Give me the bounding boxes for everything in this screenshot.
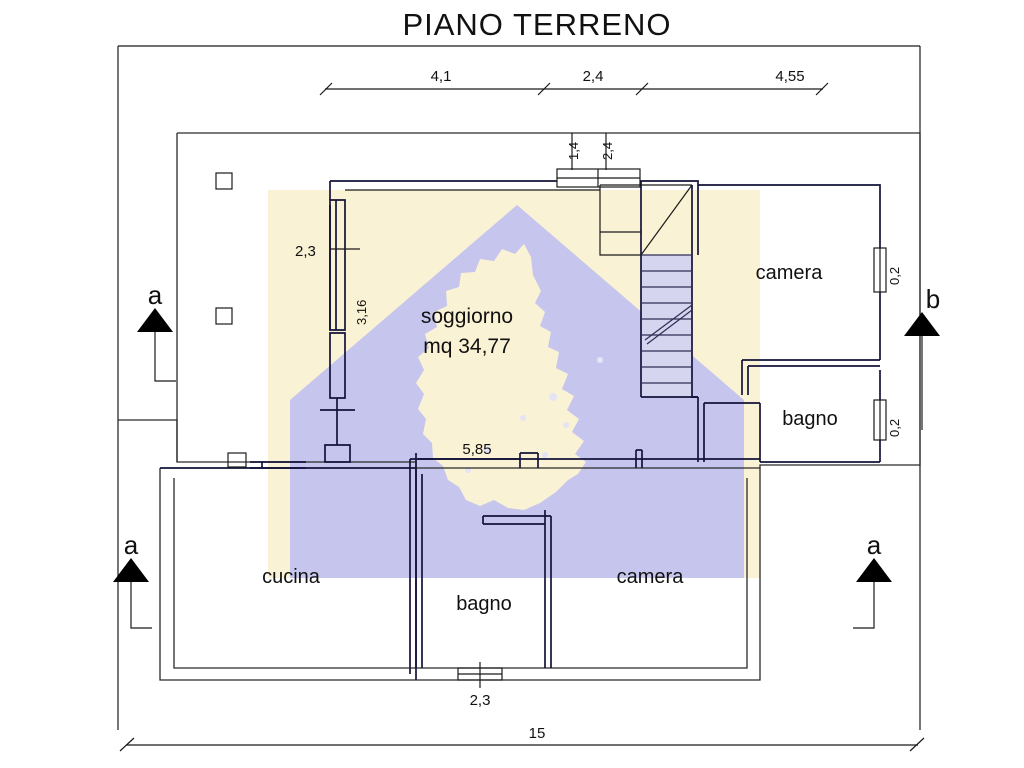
dim-east-camera-window: 0,2: [887, 267, 902, 285]
dim-top-seg-2: 2,4: [583, 68, 604, 85]
room-label-bagno-nord-est: bagno: [782, 408, 838, 430]
overlay-layer: [268, 190, 760, 578]
blob-dot: [520, 415, 526, 421]
arrow-up-icon: [904, 312, 940, 336]
dim-tick: [319, 82, 333, 96]
overlay-blob-silhouette: [416, 244, 586, 510]
room-labels: soggiorno mq 34,77 camera bagno cucina b…: [262, 262, 838, 615]
room-label-camera-nord-est: camera: [756, 262, 824, 284]
room-label-camera-sud: camera: [617, 566, 685, 588]
building-walls: [118, 132, 921, 688]
dim-top-seg-1: 4,1: [431, 68, 452, 85]
dim-west-run: 3,16: [354, 300, 369, 325]
room-label-soggiorno: soggiorno: [421, 305, 513, 328]
staircase-fill: [641, 255, 692, 397]
dim-tick: [537, 82, 551, 96]
arrow-up-icon: [113, 558, 149, 582]
dim-mid-span: 5,85: [462, 441, 491, 458]
section-leader: [154, 332, 176, 382]
section-marker-a-top-left: a: [137, 280, 176, 382]
east-window-camera: [873, 247, 887, 293]
pillar-lower: [215, 307, 233, 325]
room-label-bagno-sud: bagno: [456, 593, 512, 615]
dim-opening-1-4: 1,4: [566, 142, 581, 160]
room-label-cucina: cucina: [262, 566, 321, 588]
dim-bottom-overall: 15: [529, 725, 546, 742]
blob-dot: [483, 446, 491, 454]
staircase-treads: [641, 254, 693, 384]
arrow-up-icon: [137, 308, 173, 332]
section-marker-b-top-right: b: [904, 284, 940, 430]
dim-east-bagno-window: 0,2: [887, 419, 902, 437]
bottom-window: [457, 662, 503, 688]
bottom-dimension: 15: [119, 725, 925, 752]
dim-tick: [119, 737, 135, 752]
east-window-bagno: [873, 399, 887, 441]
top-dimension-chain: 4,1 2,4 4,55: [319, 68, 829, 96]
blob-dot: [542, 452, 548, 458]
dim-opening-2-4: 2,4: [600, 142, 615, 160]
dim-tick: [909, 737, 925, 752]
section-letter: a: [867, 530, 882, 560]
section-marker-a-bottom-right: a: [853, 530, 892, 629]
section-letter: a: [124, 530, 139, 560]
blob-dot: [563, 422, 569, 428]
dim-top-seg-3: 4,55: [775, 68, 804, 85]
section-leader: [130, 582, 152, 629]
section-letter: b: [926, 284, 940, 314]
dim-tick: [635, 82, 649, 96]
blob-dot: [597, 357, 603, 363]
dim-bottom-window: 2,3: [470, 692, 491, 709]
blob-dot: [549, 393, 557, 401]
section-marker-a-bottom-left: a: [113, 530, 152, 629]
pillar-upper: [215, 172, 233, 190]
pillar-bottom: [227, 452, 247, 468]
section-leader: [853, 582, 875, 629]
dim-tick: [815, 82, 829, 96]
plan-dimension-labels: 1,4 2,4 2,3 3,16 5,85 0,2 0,2 2,3: [295, 142, 902, 709]
top-opening-frame: [556, 133, 641, 188]
room-area-soggiorno: mq 34,77: [423, 335, 511, 358]
blob-dot: [492, 330, 502, 340]
section-letter: a: [148, 280, 163, 310]
arrow-up-icon: [856, 558, 892, 582]
page-title: PIANO TERRENO: [402, 7, 671, 42]
dim-west-window: 2,3: [295, 243, 316, 260]
